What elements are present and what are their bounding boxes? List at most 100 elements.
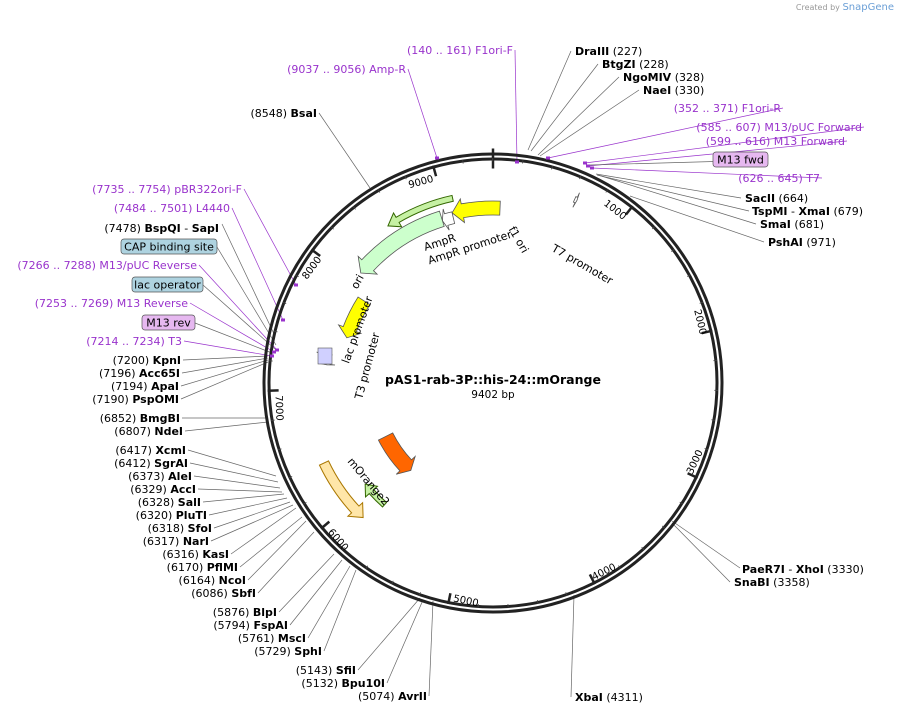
site-apai[interactable]: (7194) ApaI	[111, 380, 179, 393]
site-ncoi[interactable]: (6164) NcoI	[179, 574, 246, 587]
m13-fwd-box[interactable]	[712, 151, 769, 168]
tick-label-9000: 9000	[407, 174, 434, 191]
site-sfii[interactable]: (5143) SfiI	[296, 664, 356, 677]
minor-tick	[565, 592, 568, 596]
site-sali[interactable]: (6328) SalI	[138, 496, 201, 509]
primer-leader-pbr322ori-f	[243, 188, 297, 286]
primer-pbr322ori-f[interactable]: (7735 .. 7754) pBR322ori-F	[92, 183, 242, 196]
site-bpu10i[interactable]: (5132) Bpu10I	[301, 677, 385, 690]
minor-tick	[651, 226, 655, 230]
tick-mark-2000	[701, 329, 713, 335]
site-msci[interactable]: (5761) MscI	[238, 632, 306, 645]
site-leader-sacii	[595, 173, 742, 199]
tick-label-8000: 8000	[300, 255, 324, 282]
minor-tick	[288, 476, 293, 479]
site-leader-bpu10i	[386, 599, 424, 684]
primer-amp-r[interactable]: (9037 .. 9056) Amp-R	[287, 63, 406, 76]
site-sacii[interactable]: SacII (664)	[745, 192, 808, 205]
site-bspqi-sapi[interactable]: (7478) BspQI - SapI	[104, 222, 219, 235]
site-leader-draiii	[527, 50, 572, 151]
site-leader-ncoi	[247, 520, 307, 581]
minor-tick	[699, 301, 704, 304]
site-fspai[interactable]: (5794) FspAI	[213, 619, 288, 632]
feature-label-ori: ori	[348, 272, 366, 291]
minor-tick	[404, 175, 407, 180]
site-leader-btgzi	[530, 63, 599, 152]
site-kpni[interactable]: (7200) KpnI	[113, 354, 181, 367]
primer-f1ori-f[interactable]: (140 .. 161) F1ori-F	[407, 44, 513, 57]
primer-m13-reverse[interactable]: (7253 .. 7269) M13 Reverse	[35, 297, 188, 310]
site-naei[interactable]: NaeI (330)	[643, 84, 704, 97]
site-leader-msci	[307, 565, 351, 639]
site-leader-pshai	[629, 195, 765, 243]
primer-m13-forward[interactable]: (599 .. 616) M13 Forward	[706, 135, 845, 148]
feature-f1-ori[interactable]	[451, 197, 501, 224]
m13-rev-box[interactable]	[141, 314, 196, 331]
minor-tick	[711, 419, 715, 421]
site-bmgbi[interactable]: (6852) BmgBI	[100, 412, 180, 425]
minor-tick	[536, 599, 539, 604]
primer-t7[interactable]: (626 .. 645) T7	[738, 172, 820, 185]
cap-binding-site-box[interactable]	[120, 238, 218, 255]
ampr-green-band	[387, 194, 454, 228]
site-avrii[interactable]: (5074) AvrII	[358, 690, 427, 703]
site-snabi[interactable]: SnaBI (3358)	[734, 576, 810, 589]
primer-mark-m13-forward	[586, 164, 590, 168]
site-btgzi[interactable]: BtgZI (228)	[602, 58, 669, 71]
site-pluti[interactable]: (6320) PluTI	[136, 509, 207, 522]
site-acci[interactable]: (6329) AccI	[130, 483, 196, 496]
site-leader-alei	[193, 475, 281, 489]
cap-binding-site-leader	[216, 246, 277, 346]
site-alei[interactable]: (6373) AleI	[128, 470, 192, 483]
primer-leader-f1ori-f	[514, 49, 518, 163]
site-leader-naei	[539, 89, 640, 157]
site-pspomi[interactable]: (7190) PspOMI	[92, 393, 179, 406]
m13-rev-leader	[194, 322, 273, 354]
site-pshai[interactable]: PshAI (971)	[768, 236, 836, 249]
primer-f1ori-r[interactable]: (352 .. 371) F1ori-R	[674, 102, 782, 115]
tick-mark-4000	[588, 573, 596, 585]
site-pflmi[interactable]: (6170) PflMI	[167, 561, 238, 574]
site-ndei[interactable]: (6807) NdeI	[114, 425, 183, 438]
site-sgrai[interactable]: (6412) SgrAI	[114, 457, 188, 470]
feature-ampr-promoter[interactable]	[442, 208, 456, 231]
minor-tick	[641, 546, 645, 551]
minor-tick	[661, 525, 666, 529]
feature-t7-promoter[interactable]	[572, 192, 580, 208]
site-ngomiv[interactable]: NgoMIV (328)	[623, 71, 704, 84]
site-leader-pspomi	[180, 361, 269, 400]
site-leader-snabi	[671, 522, 731, 583]
site-leader-sfoi	[213, 501, 291, 529]
site-bsai[interactable]: (8548) BsaI	[250, 107, 317, 120]
site-sphi[interactable]: (5729) SphI	[254, 645, 322, 658]
site-xcmi[interactable]: (6417) XcmI	[115, 444, 186, 457]
minor-tick	[704, 448, 709, 450]
site-acc65i[interactable]: (7196) Acc65I	[99, 367, 180, 380]
site-leader-xcmi	[187, 449, 277, 477]
site-smai[interactable]: SmaI (681)	[760, 218, 824, 231]
feature-ampr[interactable]	[357, 210, 445, 275]
site-nari[interactable]: (6317) NarI	[143, 535, 209, 548]
site-leader-apai	[180, 359, 269, 387]
tick-label-7000: 7000	[273, 395, 285, 421]
tick-label-5000: 5000	[452, 594, 479, 610]
site-xbai[interactable]: XbaI (4311)	[575, 691, 643, 704]
site-blpi[interactable]: (5876) BlpI	[213, 606, 277, 619]
site-tspmi-xmai[interactable]: TspMI - XmaI (679)	[752, 205, 863, 218]
feature-ori[interactable]	[337, 296, 371, 339]
primer-m13-puc-reverse[interactable]: (7266 .. 7288) M13/pUC Reverse	[17, 259, 197, 272]
site-sbfi[interactable]: (6086) SbfI	[191, 587, 256, 600]
site-paer7i-xhoi[interactable]: PaeR7I - XhoI (3330)	[742, 563, 864, 576]
lac-operator-box[interactable]	[131, 276, 204, 293]
site-kasi[interactable]: (6316) KasI	[162, 548, 229, 561]
feature-morange2[interactable]	[377, 432, 416, 475]
primer-l4440[interactable]: (7484 .. 7501) L4440	[114, 202, 230, 215]
site-sfoi[interactable]: (6318) SfoI	[148, 522, 212, 535]
tick-label-4000: 4000	[590, 562, 618, 583]
site-draiii[interactable]: DraIII (227)	[575, 45, 642, 58]
minor-tick	[605, 189, 608, 193]
primer-m13-puc-forward[interactable]: (585 .. 607) M13/pUC Forward	[696, 121, 862, 134]
primer-leader-amp-r	[407, 68, 438, 159]
primer-t3[interactable]: (7214 .. 7234) T3	[86, 335, 182, 348]
minor-tick	[618, 565, 621, 569]
